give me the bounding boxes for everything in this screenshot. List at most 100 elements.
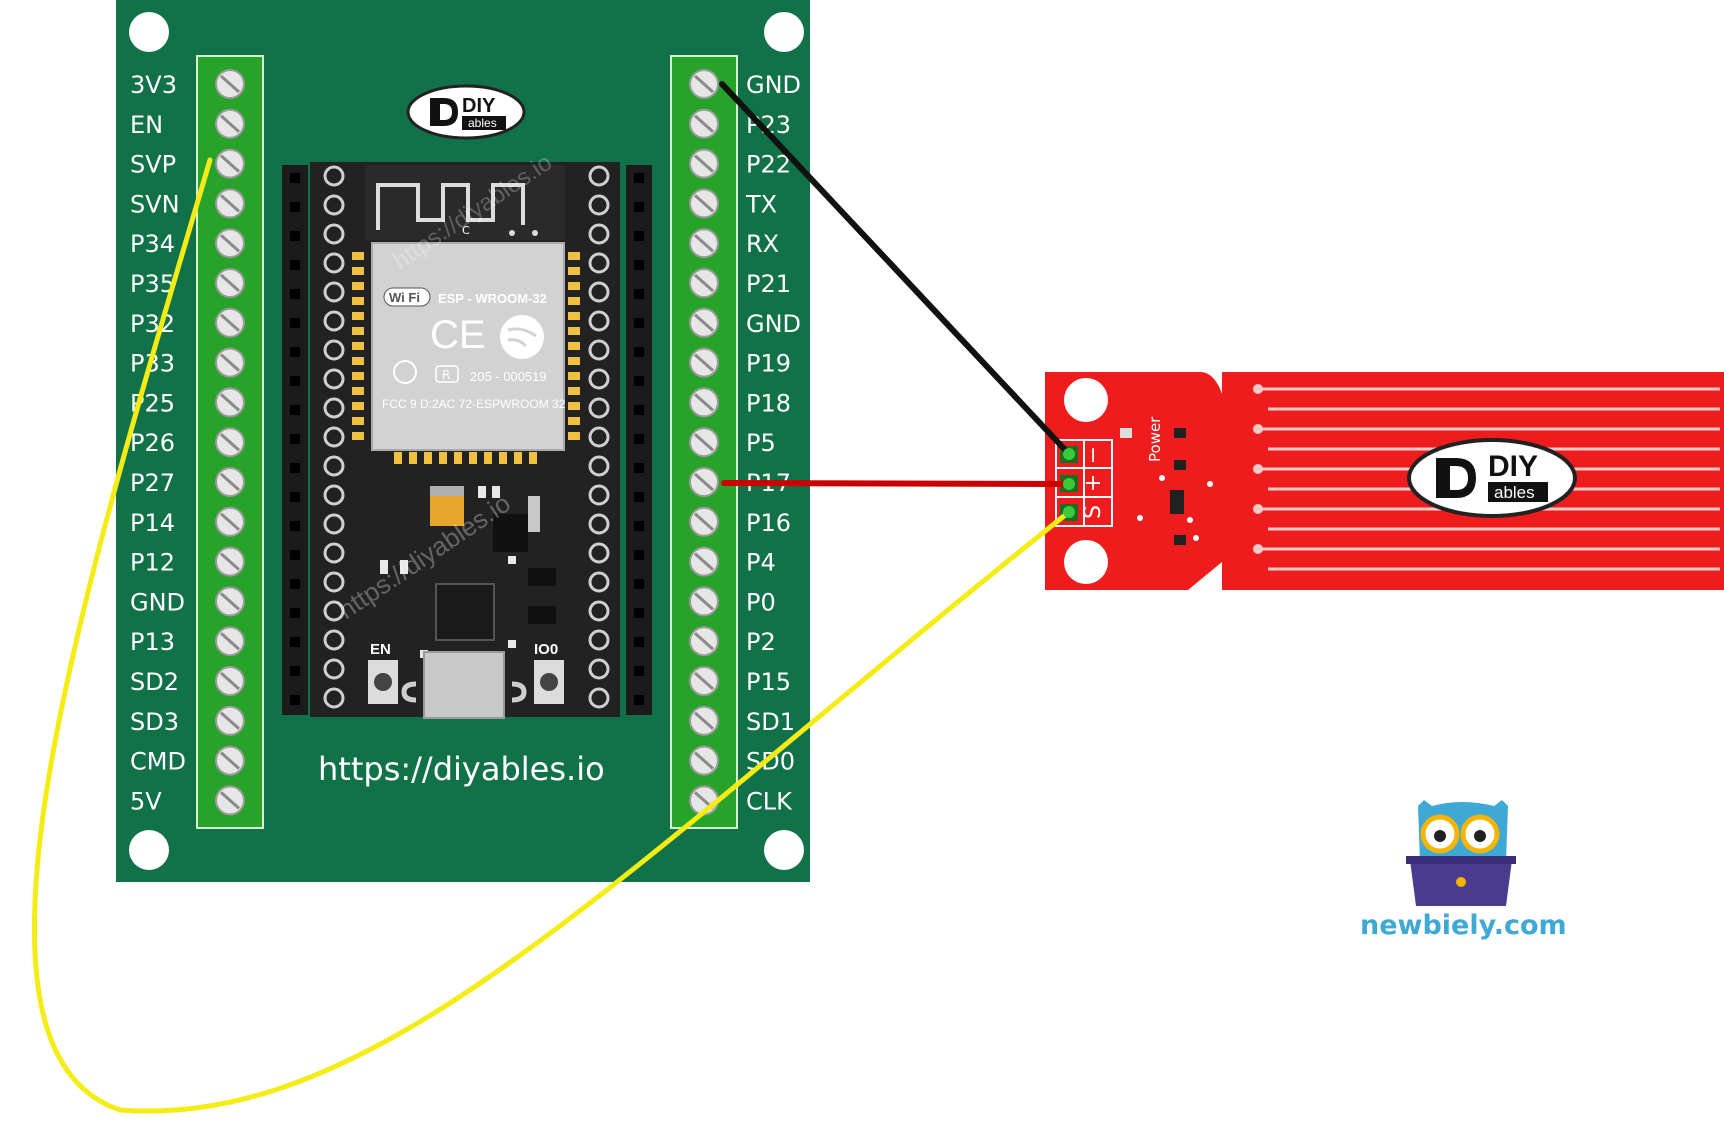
header-pin bbox=[290, 347, 300, 357]
header-pin bbox=[634, 405, 644, 415]
header-pin bbox=[634, 550, 644, 560]
screw-slot bbox=[694, 234, 714, 253]
module-pad bbox=[568, 402, 580, 410]
module-pad bbox=[484, 452, 492, 464]
module-hole bbox=[588, 252, 610, 274]
header-pin bbox=[290, 695, 300, 705]
left-pin-label: P26 bbox=[130, 429, 175, 457]
module-pad bbox=[568, 297, 580, 305]
board-diy-logo: DIY ables bbox=[406, 84, 526, 140]
button-en-label: EN bbox=[370, 641, 391, 658]
screw-slot bbox=[220, 313, 240, 332]
newbiely-brand: newbiely.com bbox=[1360, 800, 1567, 941]
screw-slot bbox=[220, 433, 240, 452]
screw-slot bbox=[694, 114, 714, 133]
wires bbox=[31, 81, 1075, 1114]
left-pin-label: P13 bbox=[130, 628, 175, 656]
module-hole bbox=[588, 223, 610, 245]
header-pin bbox=[634, 289, 644, 299]
module-hole bbox=[323, 513, 345, 535]
left-pin-label: 5V bbox=[130, 787, 162, 815]
right-pin-label: P4 bbox=[746, 549, 776, 577]
module-hole bbox=[588, 571, 610, 593]
wire-end bbox=[1063, 448, 1075, 460]
module-pad bbox=[424, 452, 432, 464]
header-pin bbox=[290, 521, 300, 531]
sensor-pin-label-minus: − bbox=[1081, 446, 1106, 464]
left-pin-label: EN bbox=[130, 111, 163, 139]
logo-diy-text: DIY bbox=[462, 95, 496, 117]
sensor-pin-label-signal: S bbox=[1081, 505, 1106, 519]
module-pad bbox=[439, 452, 447, 464]
screw-slot bbox=[694, 751, 714, 770]
sensor-diy-logo: DIY ables bbox=[1407, 438, 1577, 518]
screw-slot bbox=[220, 273, 240, 293]
logo-diy-text: DIY bbox=[1488, 450, 1538, 483]
wire-signal-yellow[interactable] bbox=[31, 157, 1072, 1114]
module-hole bbox=[588, 281, 610, 303]
module-hole bbox=[588, 165, 610, 187]
module-pad bbox=[352, 417, 364, 425]
header-pin bbox=[634, 318, 644, 328]
module-pad bbox=[568, 387, 580, 395]
right-pin-label: P19 bbox=[746, 350, 791, 378]
left-pin-label: SD2 bbox=[130, 668, 179, 696]
module-marker: C bbox=[462, 224, 470, 237]
header-pin bbox=[290, 666, 300, 676]
wire-p17-red[interactable] bbox=[721, 480, 1072, 487]
module-pad bbox=[352, 297, 364, 305]
module-hole bbox=[323, 629, 345, 651]
module-pad bbox=[568, 432, 580, 440]
module-pad bbox=[568, 312, 580, 320]
header-pin bbox=[634, 492, 644, 502]
module-pad bbox=[514, 452, 522, 464]
header-pin bbox=[634, 579, 644, 589]
left-pin-label: P34 bbox=[130, 230, 175, 258]
module-pad bbox=[352, 267, 364, 275]
module-hole bbox=[588, 687, 610, 709]
header-pin bbox=[634, 202, 644, 212]
module-hole bbox=[323, 165, 345, 187]
header-pin bbox=[634, 608, 644, 618]
right-pin-label: P18 bbox=[746, 389, 791, 417]
sensor-trace-pad bbox=[1253, 544, 1263, 554]
module-pad bbox=[352, 312, 364, 320]
usb-uart-chip bbox=[435, 583, 495, 641]
fcc-id: FCC 9 D:2AC 72-ESPWROOM 32 bbox=[382, 397, 566, 411]
module-pad bbox=[568, 282, 580, 290]
module-pad bbox=[352, 432, 364, 440]
module-hole bbox=[323, 426, 345, 448]
board-url: https://diyables.io bbox=[318, 750, 605, 788]
logo-mark-icon bbox=[1436, 458, 1476, 498]
screw-slot bbox=[694, 273, 714, 293]
regulator-chip bbox=[493, 514, 528, 552]
screw-slot bbox=[220, 234, 240, 253]
module-hole bbox=[323, 687, 345, 709]
module-pad bbox=[568, 327, 580, 335]
header-pin bbox=[290, 463, 300, 473]
cert-number: 205 - 000519 bbox=[470, 369, 547, 384]
wire-gnd-black[interactable] bbox=[719, 81, 1072, 457]
left-pin-label: P12 bbox=[130, 549, 175, 577]
screw-slot bbox=[220, 791, 240, 810]
module-pad bbox=[568, 267, 580, 275]
left-screws bbox=[215, 69, 245, 816]
transistor bbox=[528, 568, 556, 586]
left-pin-label: GND bbox=[130, 588, 185, 616]
screw-slot bbox=[694, 671, 714, 691]
screw-slot bbox=[220, 552, 240, 571]
right-pin-label: P5 bbox=[746, 429, 776, 457]
module-hole bbox=[588, 397, 610, 419]
module-hole bbox=[588, 194, 610, 216]
power-led bbox=[1120, 428, 1132, 438]
sensor-trace-pad bbox=[1253, 384, 1263, 394]
module-hole bbox=[323, 484, 345, 506]
header-pin bbox=[634, 463, 644, 473]
module-hole bbox=[323, 194, 345, 216]
owl-mascot-icon bbox=[1406, 800, 1516, 906]
screw-slot bbox=[220, 671, 240, 691]
screw-slot bbox=[694, 74, 714, 94]
screw-slot bbox=[220, 751, 240, 770]
water-level-sensor: − + S Power DIY ables bbox=[1045, 372, 1724, 590]
header-pin bbox=[290, 202, 300, 212]
